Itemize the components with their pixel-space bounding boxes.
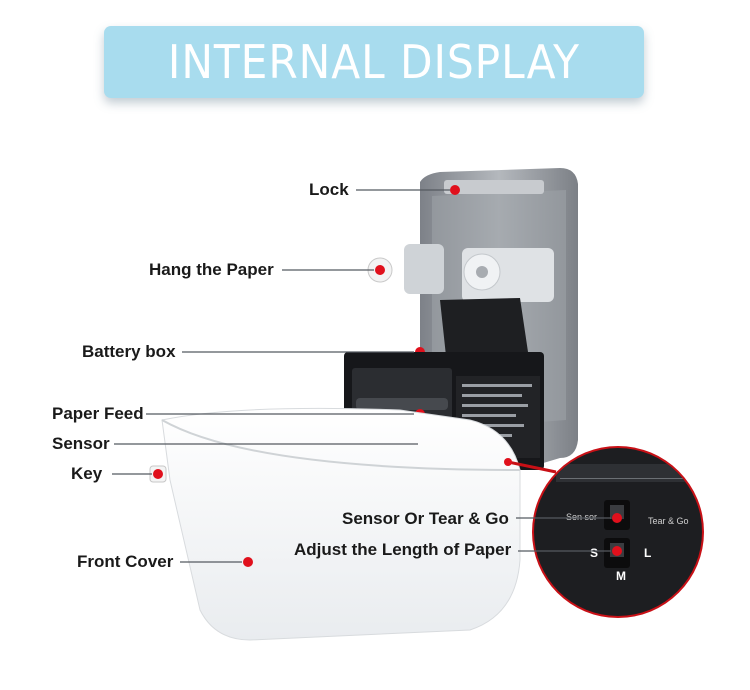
front-cover-marker bbox=[243, 557, 253, 567]
sensor-tear-label: Sensor Or Tear & Go bbox=[342, 509, 509, 528]
switch1-left-label: Sen sor bbox=[566, 512, 597, 522]
left-paper-holder bbox=[404, 244, 444, 294]
banner-title: INTERNAL DISPLAY bbox=[167, 35, 581, 89]
key-marker bbox=[153, 469, 163, 479]
hang-paper-marker bbox=[375, 265, 385, 275]
title-banner: INTERNAL DISPLAY bbox=[104, 26, 644, 98]
key-label: Key bbox=[71, 464, 103, 483]
switch2-m-label: M bbox=[616, 569, 626, 583]
sensor-label: Sensor bbox=[52, 434, 110, 453]
hang-paper-label: Hang the Paper bbox=[149, 260, 274, 279]
paper-feed-label: Paper Feed bbox=[52, 404, 144, 423]
adjust-length-label: Adjust the Length of Paper bbox=[294, 540, 512, 559]
switch2-l-label: L bbox=[644, 546, 651, 560]
battery-box bbox=[440, 298, 528, 356]
switch2-s-label: S bbox=[590, 546, 598, 560]
front-cover-label: Front Cover bbox=[77, 552, 174, 571]
lock-marker bbox=[450, 185, 460, 195]
switch1-right-label: Tear & Go bbox=[648, 516, 689, 526]
battery-box-label: Battery box bbox=[82, 342, 176, 361]
lock-label: Lock bbox=[309, 180, 349, 199]
